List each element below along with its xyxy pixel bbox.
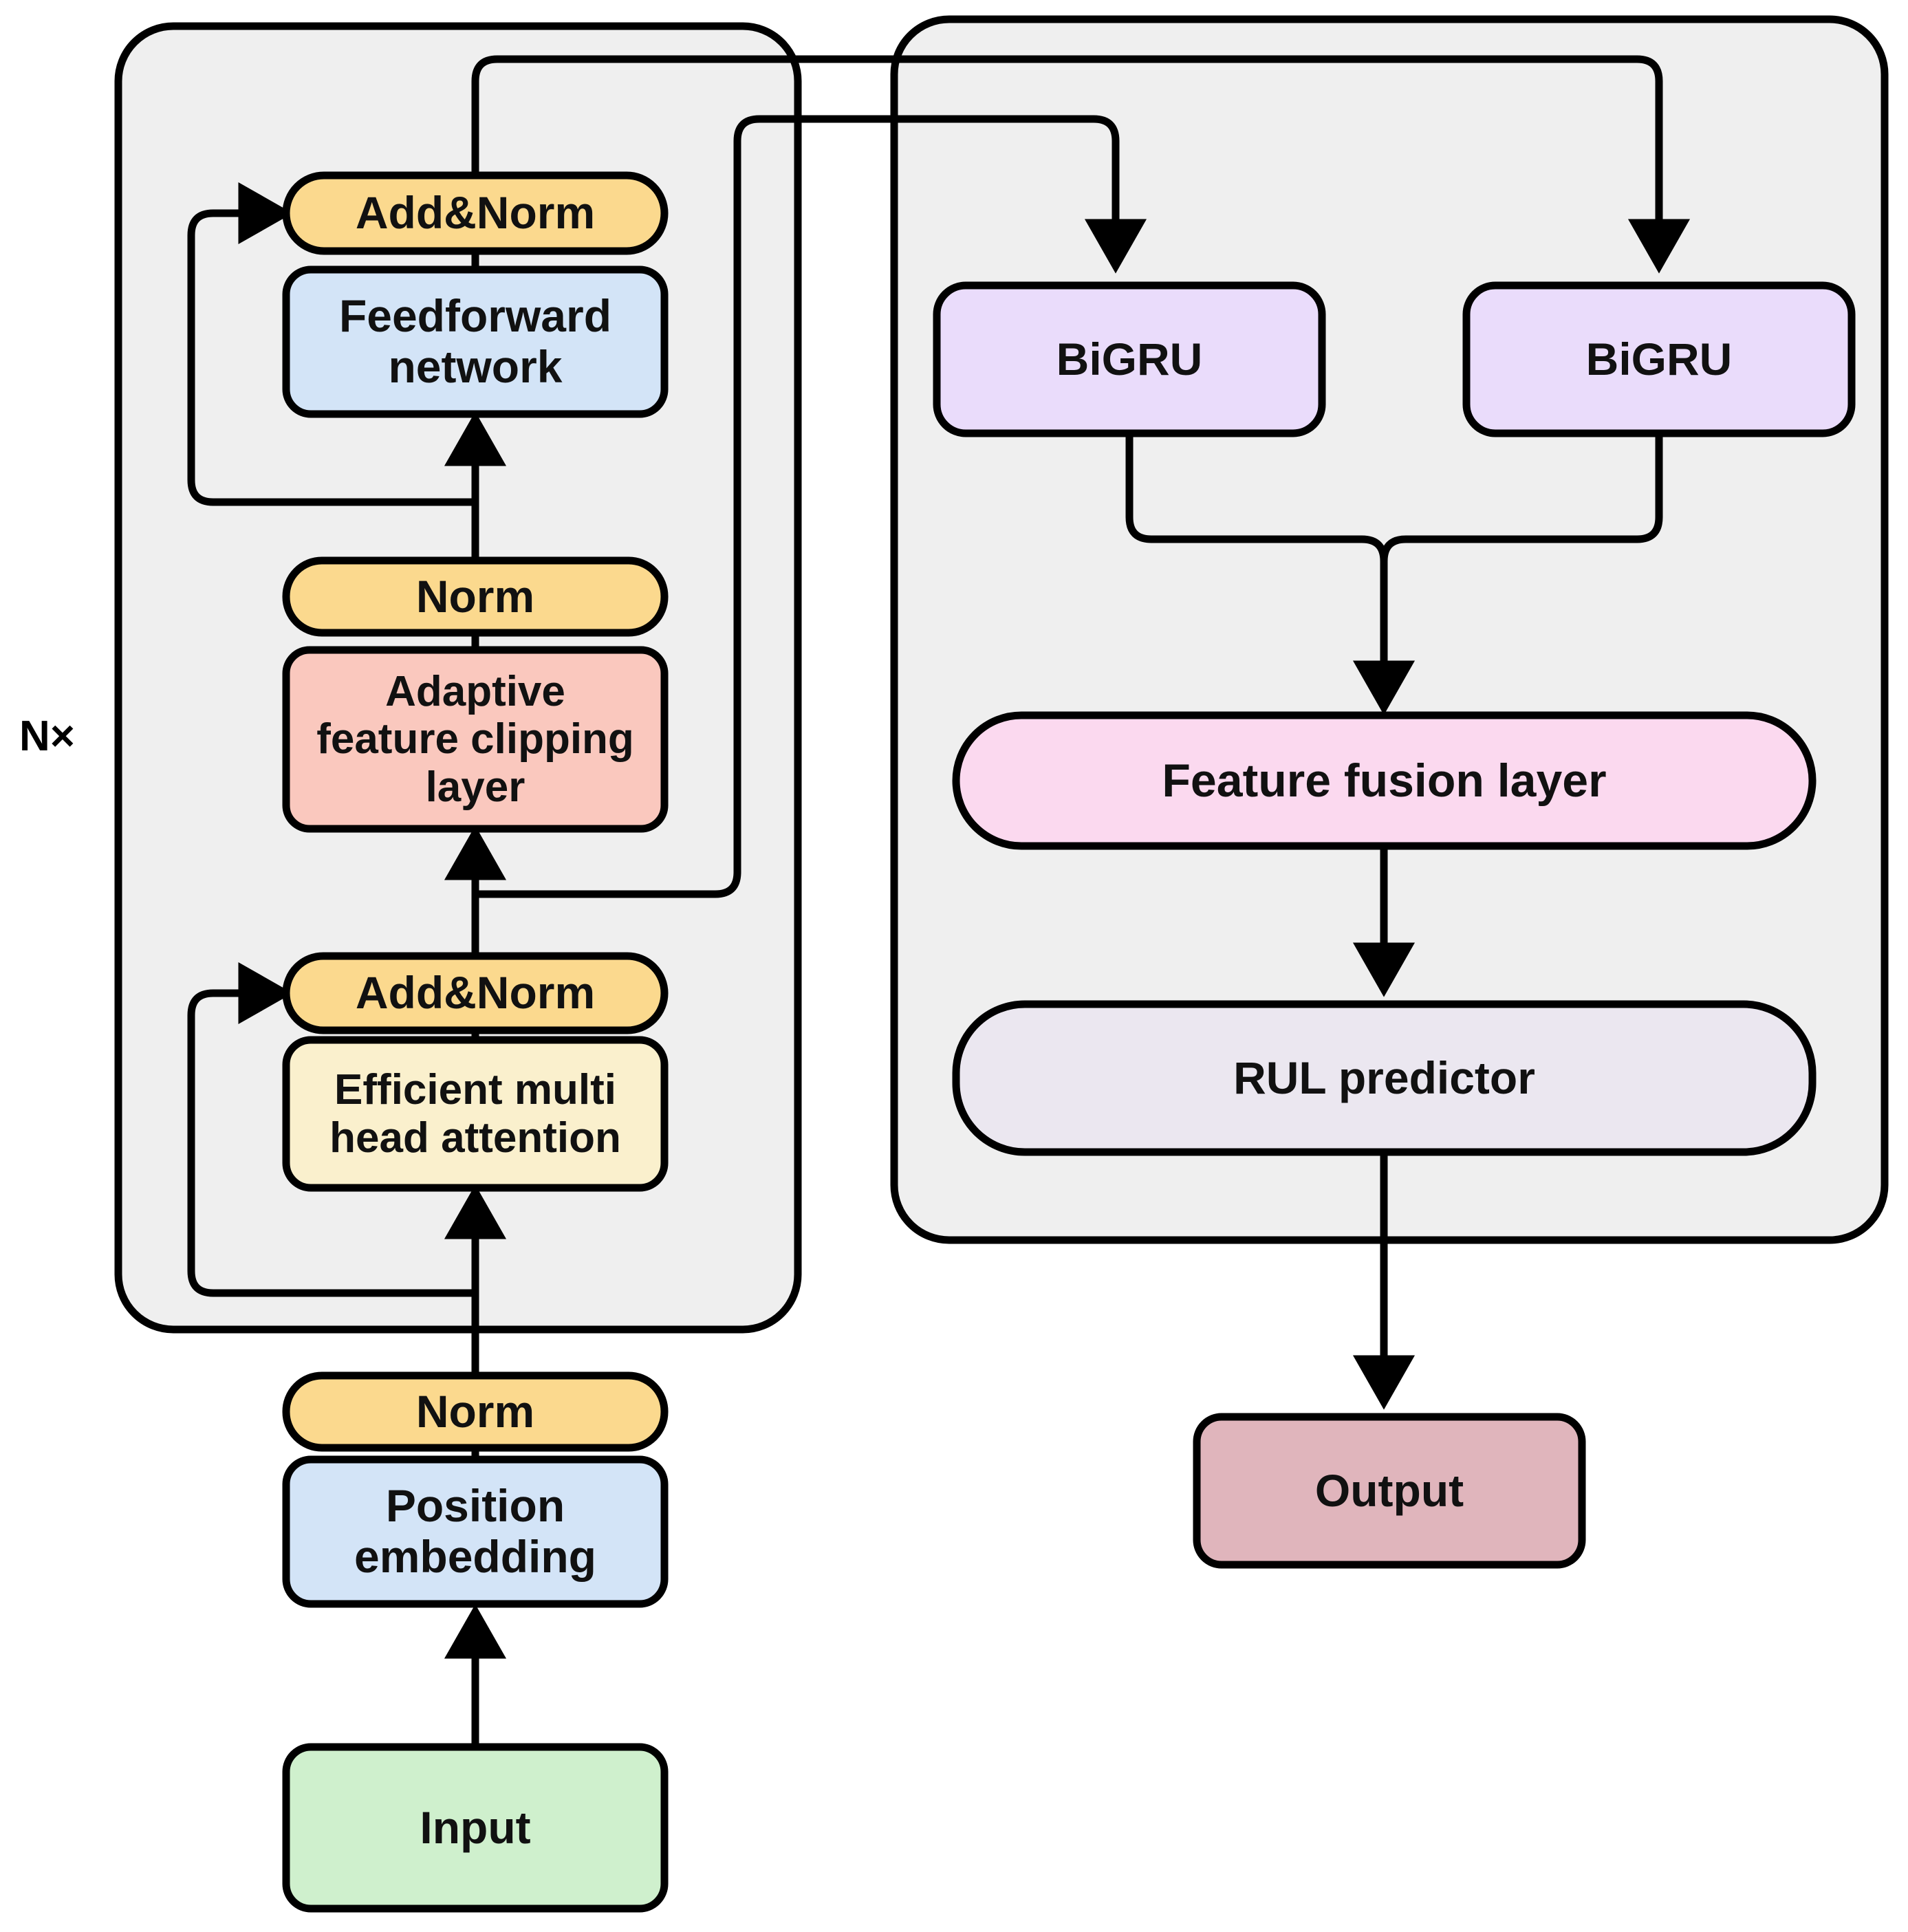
node-add-norm-top[interactable]: [282, 171, 669, 255]
edge-addnorm-bottom-to-bigru-left: [475, 115, 1147, 898]
node-norm-bottom[interactable]: [282, 1371, 669, 1452]
edge-residual-attention: [187, 962, 475, 1297]
node-adaptive-feature-clipping-layer[interactable]: [282, 646, 669, 833]
node-bigru-left[interactable]: [933, 281, 1326, 437]
edge-residual-feedforward: [187, 182, 475, 506]
repeat-count-label: N×: [19, 713, 75, 760]
node-bigru-right[interactable]: [1462, 281, 1856, 437]
node-feature-fusion-layer[interactable]: [952, 711, 1817, 850]
node-position-embedding[interactable]: [282, 1455, 669, 1608]
node-rul-predictor[interactable]: [952, 1000, 1817, 1156]
node-norm-middle[interactable]: [282, 556, 669, 637]
node-feedforward-network[interactable]: [282, 265, 669, 418]
node-output[interactable]: [1193, 1413, 1586, 1569]
node-efficient-multi-head-attention[interactable]: [282, 1036, 669, 1192]
edge-addnorm-top-to-bigru-right: [471, 55, 1691, 274]
edge-bigru-right-merge: [1380, 433, 1663, 681]
node-input[interactable]: [282, 1743, 669, 1913]
node-add-norm-bottom[interactable]: [282, 952, 669, 1034]
